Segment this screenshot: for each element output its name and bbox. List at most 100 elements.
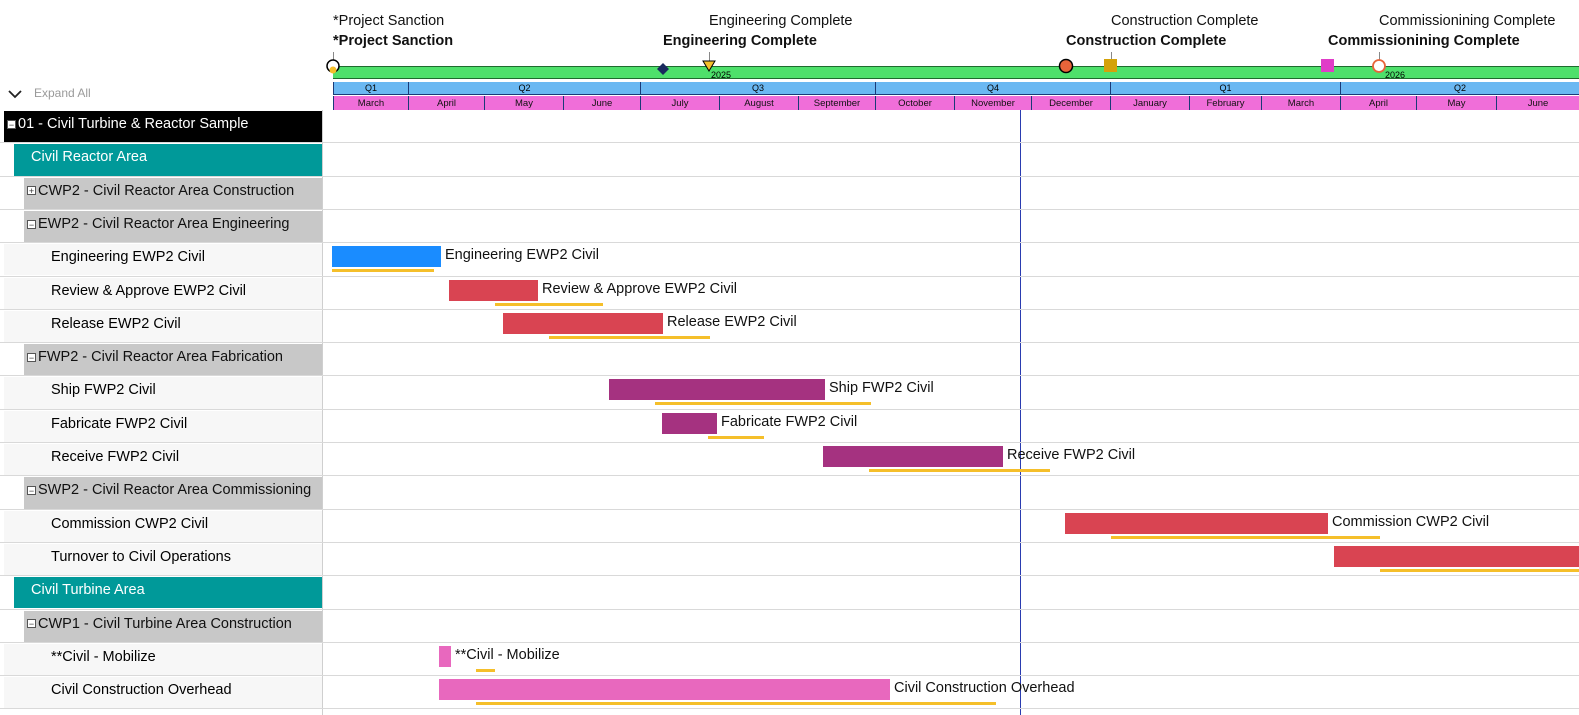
row-label: CWP2 - Civil Reactor Area Construction — [38, 182, 295, 199]
triangle-marker — [702, 60, 716, 72]
baseline-bar — [1111, 535, 1380, 539]
month-cell: June — [563, 96, 640, 110]
grid-divider — [322, 110, 323, 715]
task-bar[interactable] — [609, 379, 825, 401]
month-cell: January — [1110, 96, 1189, 110]
area-row[interactable]: Civil Turbine Area — [14, 577, 322, 609]
row-label: FWP2 - Civil Reactor Area Fabrication — [38, 349, 283, 366]
circle-marker — [1372, 59, 1386, 73]
task-row[interactable]: Receive FWP2 Civil — [4, 444, 322, 476]
row-divider — [0, 508, 1579, 510]
package-row[interactable]: +CWP2 - Civil Reactor Area Construction — [24, 177, 322, 209]
task-row[interactable]: Civil Construction Overhead — [4, 677, 322, 709]
row-divider — [0, 442, 1579, 443]
package-row[interactable]: −CWP1 - Civil Turbine Area Construction — [24, 610, 322, 642]
baseline-bar — [655, 402, 871, 406]
task-bar-label: **Civil - Mobilize — [455, 646, 560, 663]
quarter-cell: Q4 — [875, 82, 1110, 95]
month-cell: April — [1340, 96, 1416, 110]
row-label: Turnover to Civil Operations — [51, 548, 231, 565]
task-row[interactable]: Review & Approve EWP2 Civil — [4, 277, 322, 309]
quarter-cell: Q1 — [1110, 82, 1340, 95]
baseline-bar — [1380, 568, 1579, 572]
task-row[interactable]: **Civil - Mobilize — [4, 643, 322, 676]
row-divider — [0, 375, 1579, 377]
collapse-icon[interactable]: − — [27, 619, 36, 630]
expand-icon[interactable]: + — [27, 186, 36, 197]
row-divider — [0, 608, 1579, 610]
collapse-icon[interactable]: − — [27, 352, 36, 363]
task-row[interactable]: Commission CWP2 Civil — [4, 510, 322, 542]
year-label: 2025 — [711, 70, 732, 80]
collapse-icon[interactable]: − — [27, 485, 36, 496]
row-divider — [0, 275, 1579, 277]
task-bar-label: Receive FWP2 Civil — [1007, 447, 1136, 463]
task-row[interactable]: Ship FWP2 Civil — [4, 377, 322, 409]
project-row[interactable]: −01 - Civil Turbine & Reactor Sample — [4, 111, 322, 143]
expand-all-button[interactable]: Expand All — [8, 86, 91, 100]
chevron-down-icon — [8, 90, 22, 99]
month-cell: December — [1031, 96, 1110, 110]
collapse-icon[interactable]: − — [27, 219, 36, 230]
milestone-label-project-sanction: *Project Sanction — [333, 13, 445, 29]
milestone-bold-engineering-complete: Engineering Complete — [663, 33, 817, 49]
row-label: Civil Construction Overhead — [51, 682, 232, 699]
row-divider — [0, 408, 1579, 410]
row-label: Civil Reactor Area — [31, 149, 148, 166]
today-line — [1020, 110, 1021, 715]
milestone-label-commissioning-complete: Commissionining Complete — [1379, 13, 1556, 29]
task-bar-label: Fabricate FWP2 Civil — [721, 413, 858, 430]
package-row[interactable]: −EWP2 - Civil Reactor Area Engineering — [24, 210, 322, 243]
row-divider — [0, 142, 1579, 144]
task-row[interactable]: Engineering EWP2 Civil — [4, 244, 322, 276]
row-divider — [0, 708, 1579, 710]
task-bar[interactable] — [449, 279, 538, 301]
package-row[interactable]: −SWP2 - Civil Reactor Area Commissioning — [24, 477, 322, 509]
square-marker — [1104, 59, 1117, 72]
task-row[interactable]: Turnover to Civil Operations — [4, 543, 322, 576]
row-label: Review & Approve EWP2 Civil — [51, 282, 247, 299]
task-bar-label: Release EWP2 Civil — [667, 313, 797, 330]
row-divider — [0, 175, 1579, 177]
task-bar-label: Commission CWP2 Civil — [1332, 513, 1490, 530]
task-bar-label: Civil Construction Overhead — [894, 680, 1075, 697]
task-bar[interactable] — [332, 246, 441, 268]
row-divider — [0, 242, 1579, 244]
quarter-cell: Q3 — [640, 82, 875, 95]
row-divider — [0, 641, 1579, 643]
leader-line — [333, 52, 334, 66]
month-cell: June — [1496, 96, 1579, 110]
collapse-icon[interactable]: − — [7, 119, 16, 130]
row-label: SWP2 - Civil Reactor Area Commissioning — [38, 482, 312, 499]
baseline-bar — [332, 269, 434, 273]
leader-line — [1379, 52, 1380, 62]
task-row[interactable]: Release EWP2 Civil — [4, 310, 322, 343]
baseline-bar — [869, 469, 1050, 472]
quarter-cell: Q2 — [408, 82, 640, 95]
circle-marker — [329, 66, 337, 74]
task-bar[interactable] — [439, 645, 451, 667]
month-cell: May — [1416, 96, 1496, 110]
row-divider — [0, 475, 1579, 477]
task-bar[interactable] — [1065, 512, 1328, 534]
row-label: **Civil - Mobilize — [51, 648, 156, 665]
package-row[interactable]: −FWP2 - Civil Reactor Area Fabrication — [24, 344, 322, 376]
month-cell: August — [719, 96, 798, 110]
task-bar[interactable] — [823, 446, 1003, 467]
month-cell: February — [1189, 96, 1261, 110]
task-bar[interactable] — [503, 312, 663, 334]
task-bar[interactable] — [662, 412, 717, 434]
square-marker — [1321, 59, 1334, 72]
baseline-bar — [476, 668, 495, 672]
task-bar-label: Engineering EWP2 Civil — [445, 247, 599, 264]
area-row[interactable]: Civil Reactor Area — [14, 144, 322, 176]
task-row[interactable]: Fabricate FWP2 Civil — [4, 410, 322, 442]
task-bar[interactable] — [1334, 545, 1579, 567]
year-label: 2026 — [1385, 70, 1406, 80]
baseline-bar — [495, 302, 603, 306]
milestone-bold-commissioning-complete: Commissionining Complete — [1328, 33, 1520, 49]
task-bar[interactable] — [439, 679, 890, 701]
row-label: Ship FWP2 Civil — [51, 382, 156, 399]
leader-line — [709, 52, 710, 62]
row-label: Engineering EWP2 Civil — [51, 249, 205, 266]
